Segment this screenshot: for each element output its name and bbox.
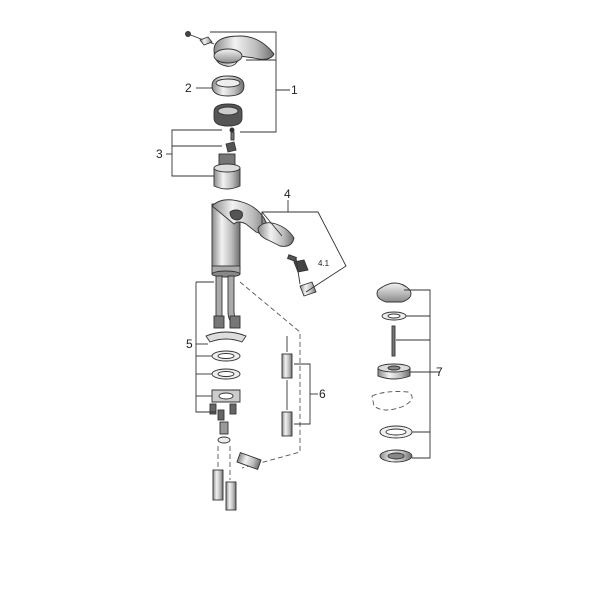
callout-2: 2 — [185, 81, 192, 95]
callout-6-leader — [294, 363, 318, 425]
callout-7: 7 — [436, 365, 443, 379]
callout-6: 6 — [319, 387, 326, 401]
hose-connectors — [212, 446, 262, 511]
handle-assembly — [185, 31, 275, 67]
callout-3: 3 — [156, 147, 163, 161]
cartridge — [213, 153, 241, 190]
supply-hoses — [213, 275, 241, 329]
aerator-lever — [257, 222, 295, 247]
faucet-body — [211, 199, 271, 278]
callout-3-leader — [166, 129, 222, 177]
callout-4-1: 4.1 — [318, 259, 330, 268]
callout-1: 1 — [291, 83, 298, 97]
popup-waste — [371, 282, 413, 463]
retaining-nut — [213, 103, 243, 127]
cover-cap — [211, 75, 245, 97]
callout-7-leader — [396, 289, 440, 459]
pull-rod-link — [239, 281, 301, 469]
aerator-parts — [286, 254, 317, 297]
callout-5-leader — [195, 281, 216, 413]
callout-4-leader — [261, 200, 347, 293]
callout-1-leader — [210, 31, 290, 133]
mounting-kit — [205, 331, 247, 444]
extension-rods — [281, 336, 293, 437]
callout-4: 4 — [284, 187, 291, 201]
cartridge-screw — [225, 127, 237, 153]
callout-5: 5 — [186, 337, 193, 351]
